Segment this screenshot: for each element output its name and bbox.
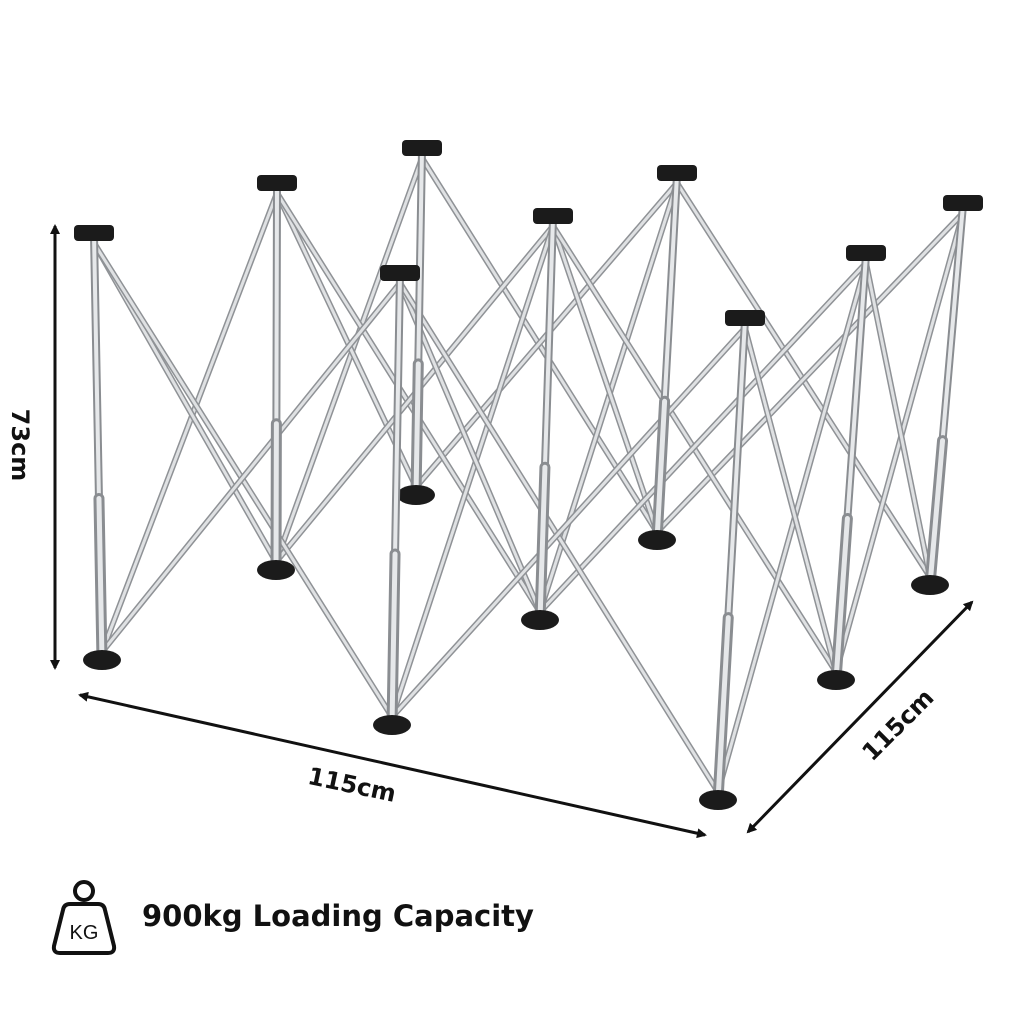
cross-brace-highlight [398,281,542,614]
leg-lower-highlight [389,551,398,728]
leg-upper-highlight [542,216,555,470]
leg-lower-highlight [654,398,668,543]
leg-top-cap [257,175,297,191]
leg-upper-highlight [416,148,424,366]
leg-top-cap [74,225,114,241]
leg-top-cap [725,310,765,326]
width-arrow [78,691,707,839]
capacity-text: 900kg Loading Capacity [142,899,534,933]
cross-brace-highlight [274,156,424,564]
cross-brace-highlight [743,326,838,674]
leg-foot [373,715,411,735]
leg-upper-highlight [726,318,747,620]
cross-brace-highlight [834,211,965,674]
cross-brace-highlight [100,281,402,654]
leg-lower-highlight [715,615,731,803]
leg-foot [83,650,121,670]
leg-upper-highlight [940,203,965,443]
leg-foot [911,575,949,595]
weight-kg-icon: KG [51,880,117,955]
leg-foot [699,790,737,810]
cross-brace-highlight [551,224,659,534]
leg-foot [397,485,435,505]
leg-upper-highlight [845,253,868,521]
legs [74,140,983,810]
leg-lower-highlight [96,496,105,663]
leg-upper-highlight [662,173,679,404]
cross-braces [91,155,966,795]
cross-brace-highlight [275,191,418,489]
cross-brace-highlight [864,261,932,579]
leg-upper-highlight [393,273,402,556]
leg-top-cap [533,208,573,224]
capacity-row: KG 900kg Loading Capacity [48,876,534,956]
cross-brace-highlight [390,326,747,719]
cross-brace-highlight [538,261,868,614]
depth-arrow [746,600,974,834]
leg-foot [817,670,855,690]
leg-top-cap [380,265,420,281]
cross-brace-highlight [100,191,279,654]
leg-upper-highlight [92,233,101,501]
leg-lower-highlight [413,361,421,498]
leg-top-cap [657,165,697,181]
cross-brace-highlight [655,211,965,534]
leg-foot [638,530,676,550]
leg-top-cap [402,140,442,156]
height-label: 73cm [6,408,34,482]
leg-foot [521,610,559,630]
cross-brace-highlight [716,261,868,794]
leg-top-cap [943,195,983,211]
icon-kg-label: KG [70,922,99,944]
leg-lower-highlight [927,438,946,588]
leg-top-cap [846,245,886,261]
leg-upper-highlight [274,183,279,426]
cross-brace-highlight [390,224,555,719]
leg-lower-highlight [537,464,548,623]
leg-foot [257,560,295,580]
